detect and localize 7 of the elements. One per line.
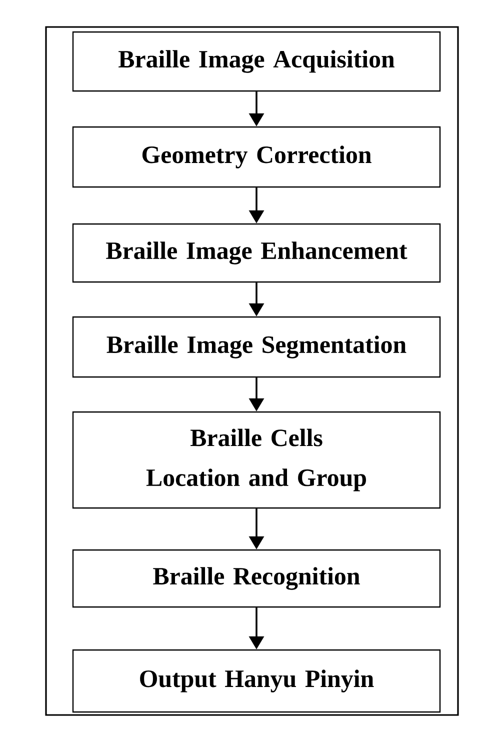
process-box: Output Hanyu Pinyin: [72, 649, 441, 713]
process-box: Braille Recognition: [72, 549, 441, 608]
process-box: Braille Image Acquisition: [72, 31, 441, 92]
process-box: Braille Cells Location and Group: [72, 411, 441, 509]
process-box: Geometry Correction: [72, 126, 441, 188]
process-box: Braille Image Segmentation: [72, 316, 441, 378]
process-box: Braille Image Enhancement: [72, 223, 441, 283]
